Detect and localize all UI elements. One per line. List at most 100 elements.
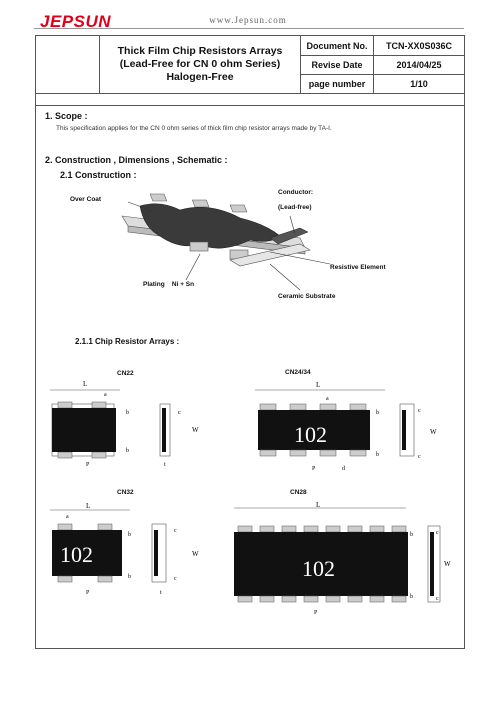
dim-c-text: c [174,576,177,582]
cn28-side-coat [430,532,434,596]
cn28-label: CN28 [290,489,307,496]
cn22-body [52,408,116,452]
scope-text: This specification applies for the CN 0 … [56,125,332,132]
dim-a-text: a [66,514,69,520]
dim-b-text: b [126,448,129,454]
cn2434-label: CN24/34 [285,369,311,376]
terminal [91,451,107,459]
cn2434-body [258,410,370,450]
company-logo: JEPSUN [40,12,111,32]
cn32-side-coat [154,530,158,576]
document-header-table: Thick Film Chip Resistors Arrays (Lead-F… [35,35,465,94]
header-rule [34,28,464,29]
dim-P-text: P [86,462,90,468]
cn22-label: CN22 [117,370,134,377]
cn32-label: CN32 [117,489,134,496]
dim-b-text: b [410,594,413,600]
leader-resistive [269,251,331,265]
dim-c-text: c [418,408,421,414]
title-cell: Thick Film Chip Resistors Arrays (Lead-F… [99,35,301,94]
dim-P-text: P [86,590,90,596]
dim-L-text: L [316,501,320,509]
terminal [347,595,363,603]
top-terminal [191,199,210,208]
ceramic-layer-shape [229,243,311,267]
dim-a-text: a [326,396,329,402]
leader-ceramic [269,263,301,291]
terminal [57,401,73,409]
dim-t-text: t [164,462,166,468]
cn22-drawing: L a b b P t c W [50,380,199,468]
dim-b-text: b [410,532,413,538]
construction-diagram [121,193,331,291]
terminal [391,525,407,533]
terminal [259,525,275,533]
scope-heading: 1. Scope : [45,111,88,121]
terminal [57,523,73,531]
terminal [325,525,341,533]
revise-date-value: 2014/04/25 [373,55,465,75]
doc-title-line2: (Lead-Free for CN 0 ohm Series) [119,58,281,70]
dim-b-text: b [128,532,131,538]
top-terminal [229,204,248,213]
cn32-drawing: L a 102 b b P c W c t [50,502,199,596]
top-terminal [149,193,168,202]
terminal [259,403,277,411]
dim-W-text: W [430,428,437,436]
header-divider [35,105,465,106]
dim-W-text: W [444,560,451,568]
page-number-label: page number [300,74,374,94]
label-conductor: Conductor: [278,189,314,196]
dim-L-text: L [86,502,90,510]
terminal [237,595,253,603]
construction-heading: 2. Construction , Dimensions , Schematic… [45,155,228,165]
label-over-coat: Over Coat [70,196,102,203]
cn28-drawing: L 102 b b P c W c [234,501,451,616]
terminal [289,403,307,411]
terminal [349,403,367,411]
dim-P-text: P [312,466,316,472]
resistive-element-shape [269,227,309,245]
terminal [325,595,341,603]
dim-c-text: c [436,530,439,536]
dim-W-text: W [192,550,199,558]
dim-d-text: d [342,466,345,472]
dim-L-text: L [316,381,320,389]
revise-date-label: Revise Date [300,55,374,75]
arrays-heading: 2.1.1 Chip Resistor Arrays : [75,337,180,346]
terminal [91,401,107,409]
terminal [57,451,73,459]
terminal [97,575,113,583]
label-lead-free: (Lead-free) [278,204,312,211]
terminal [369,525,385,533]
dim-c-text: c [436,596,439,602]
page-number-value: 1/10 [373,74,465,94]
terminal [303,595,319,603]
leader-overcoat [127,201,156,213]
terminal [303,525,319,533]
cn28-marking: 102 [302,556,335,581]
dim-L-text: L [83,380,87,388]
dim-b-text: b [126,410,129,416]
dim-P-text: P [314,610,318,616]
cn28-body [234,532,408,596]
over-coat-shape [139,203,281,249]
label-plating: Plating Ni + Sn [143,281,195,288]
dim-t-text: t [160,590,162,596]
doc-title-line1: Thick Film Chip Resistors Arrays [117,45,283,57]
terminal [391,595,407,603]
doc-no-label: Document No. [300,35,374,56]
doc-no-value: TCN-XX0S036C [373,35,465,56]
blank-logo-cell [35,35,100,94]
bottom-terminal [189,241,209,252]
terminal [57,575,73,583]
terminal [97,523,113,531]
leader-conductor [289,215,296,235]
dim-b-text: b [376,452,379,458]
terminal [237,525,253,533]
leader-plating [185,253,201,281]
dim-W-text: W [192,426,199,434]
cn2434-drawing: L a 102 b b P d c W c [255,381,437,472]
terminal [259,449,277,457]
terminal [281,525,297,533]
